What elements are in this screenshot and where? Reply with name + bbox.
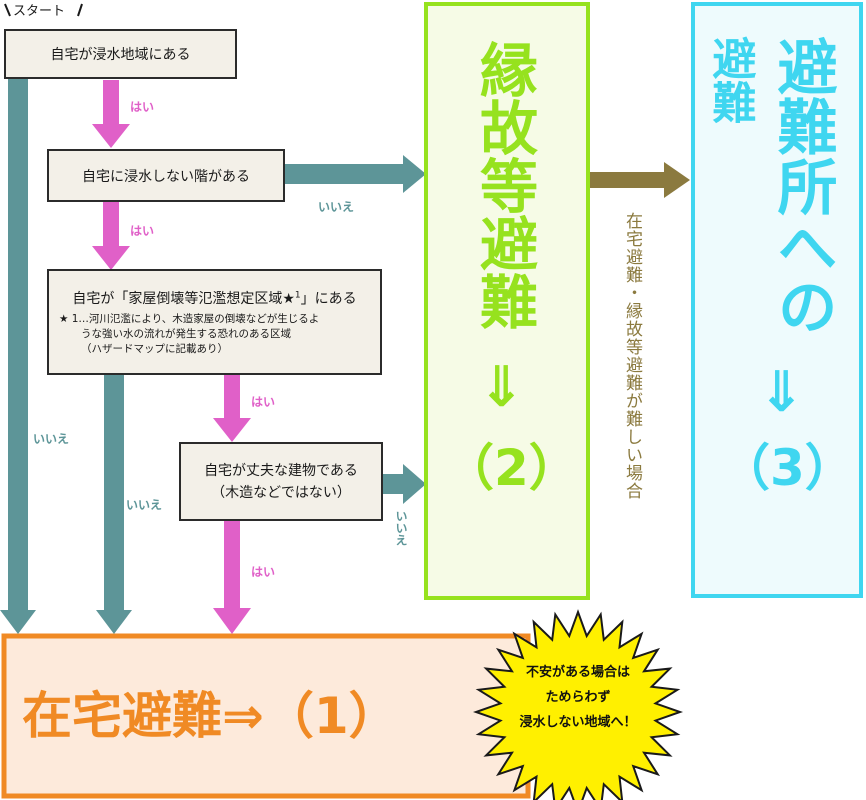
no-arrow-q3: [96, 374, 132, 634]
no-arrow-q4: [382, 464, 426, 504]
starburst-text: 不安がある場合は ためらわず 浸水しない地域へ！: [519, 665, 637, 730]
outcome1-title: 在宅避難⇒（1）: [22, 687, 399, 745]
outcome3-col2: 避難所への: [767, 36, 837, 336]
question-flooded-area: 自宅が浸水地域にある: [4, 29, 237, 79]
yes-label-3: はい: [251, 395, 276, 409]
question-upper-floor: 自宅に浸水しない階がある: [47, 149, 285, 202]
yes-arrow-q2: [92, 202, 130, 270]
start-label: スタート: [13, 4, 66, 19]
yes-label-4: はい: [251, 565, 276, 579]
outcome2-arrow: ⇓: [478, 355, 525, 420]
outcome3-number: （3）: [720, 439, 855, 497]
no-label-1: いいえ: [33, 432, 70, 446]
transition-note: 在宅避難・縁故等避難が難しい場合: [622, 212, 642, 500]
no-label-4: いいえ: [394, 510, 408, 546]
outcome1-box: [1, 633, 531, 799]
outcome3-arrow: ⇓: [758, 360, 805, 425]
outcome3-col1: 避難: [704, 36, 756, 124]
no-arrow-q1: [0, 78, 36, 634]
outcome2-number: （2）: [444, 439, 579, 497]
outcome2-title: 縁故等避難: [470, 40, 538, 330]
transition-arrow: [590, 162, 690, 198]
no-label-2: いいえ: [318, 200, 355, 214]
collapse-zone-note: ★ 1…河川氾濫により、木造家屋の倒壊などが生じるよ うな強い水の流れが発生する…: [59, 312, 320, 355]
starburst-shape: [472, 609, 684, 800]
yes-arrow-q1: [92, 80, 130, 148]
collapse-zone-main: 自宅が「家屋倒壊等氾濫想定区域★1」にある: [72, 289, 357, 307]
yes-arrow-q3: [213, 374, 251, 442]
yes-label-1: はい: [130, 100, 155, 114]
question-collapse-zone: 自宅が「家屋倒壊等氾濫想定区域★1」にある ★ 1…河川氾濫により、木造家屋の倒…: [47, 269, 382, 375]
outcome3-box: [691, 2, 863, 598]
no-label-3: いいえ: [126, 498, 163, 512]
outcome2-box: [424, 2, 590, 600]
yes-arrow-q4: [213, 520, 251, 634]
no-arrow-q2: [285, 155, 426, 193]
yes-label-2: はい: [130, 224, 155, 238]
question-sturdy-building: 自宅が丈夫な建物である （木造などではない）: [179, 442, 383, 521]
